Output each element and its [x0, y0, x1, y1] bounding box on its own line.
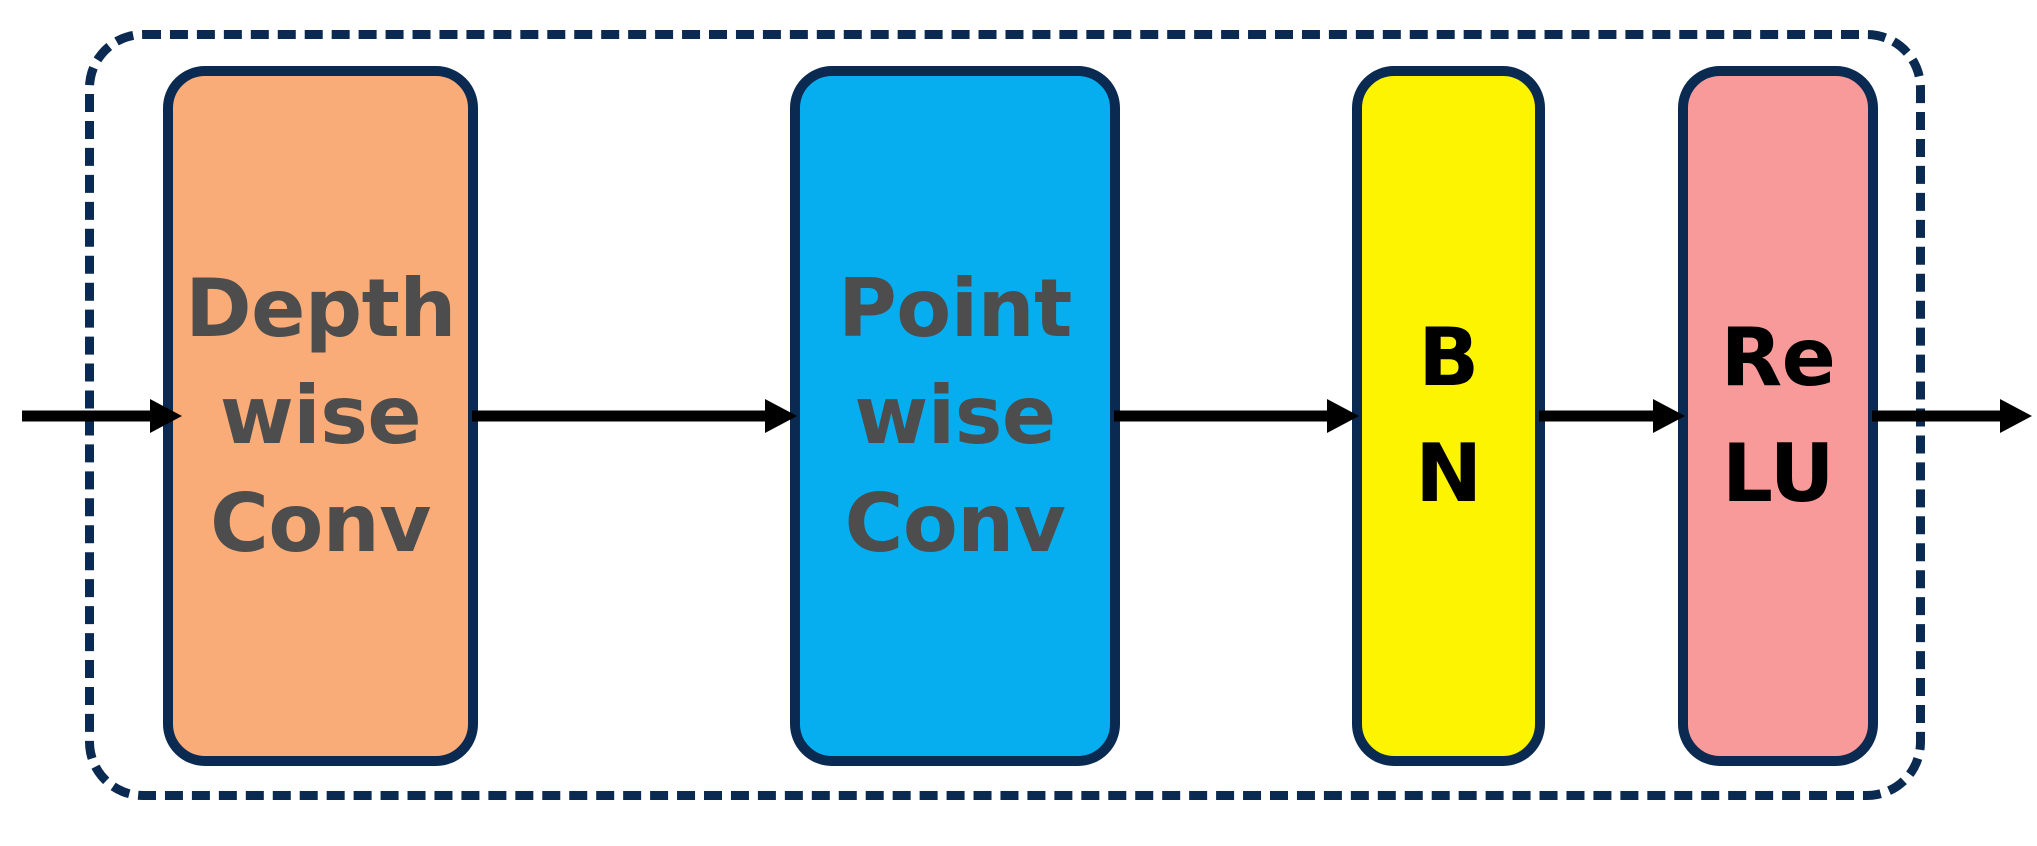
stage-pointwise-conv-line-1: Point: [838, 262, 1072, 356]
stage-relu-line-2: LU: [1721, 427, 1835, 520]
stage-batch-norm: B N: [1352, 66, 1545, 766]
stage-pointwise-conv-line-2: wise: [854, 369, 1056, 463]
stage-pointwise-conv: Point wise Conv: [790, 66, 1120, 766]
stage-depthwise-conv-line-2: wise: [219, 369, 422, 463]
stage-depthwise-conv: Depth wise Conv: [163, 66, 478, 766]
stage-relu-line-1: Re: [1720, 311, 1836, 404]
stage-batch-norm-line-2: N: [1415, 427, 1482, 520]
stage-pointwise-conv-line-3: Conv: [844, 476, 1066, 570]
stage-relu: Re LU: [1678, 66, 1878, 766]
stage-depthwise-conv-line-1: Depth: [185, 262, 456, 356]
stage-depthwise-conv-line-3: Conv: [210, 476, 431, 570]
stage-batch-norm-line-1: B: [1418, 311, 1479, 404]
